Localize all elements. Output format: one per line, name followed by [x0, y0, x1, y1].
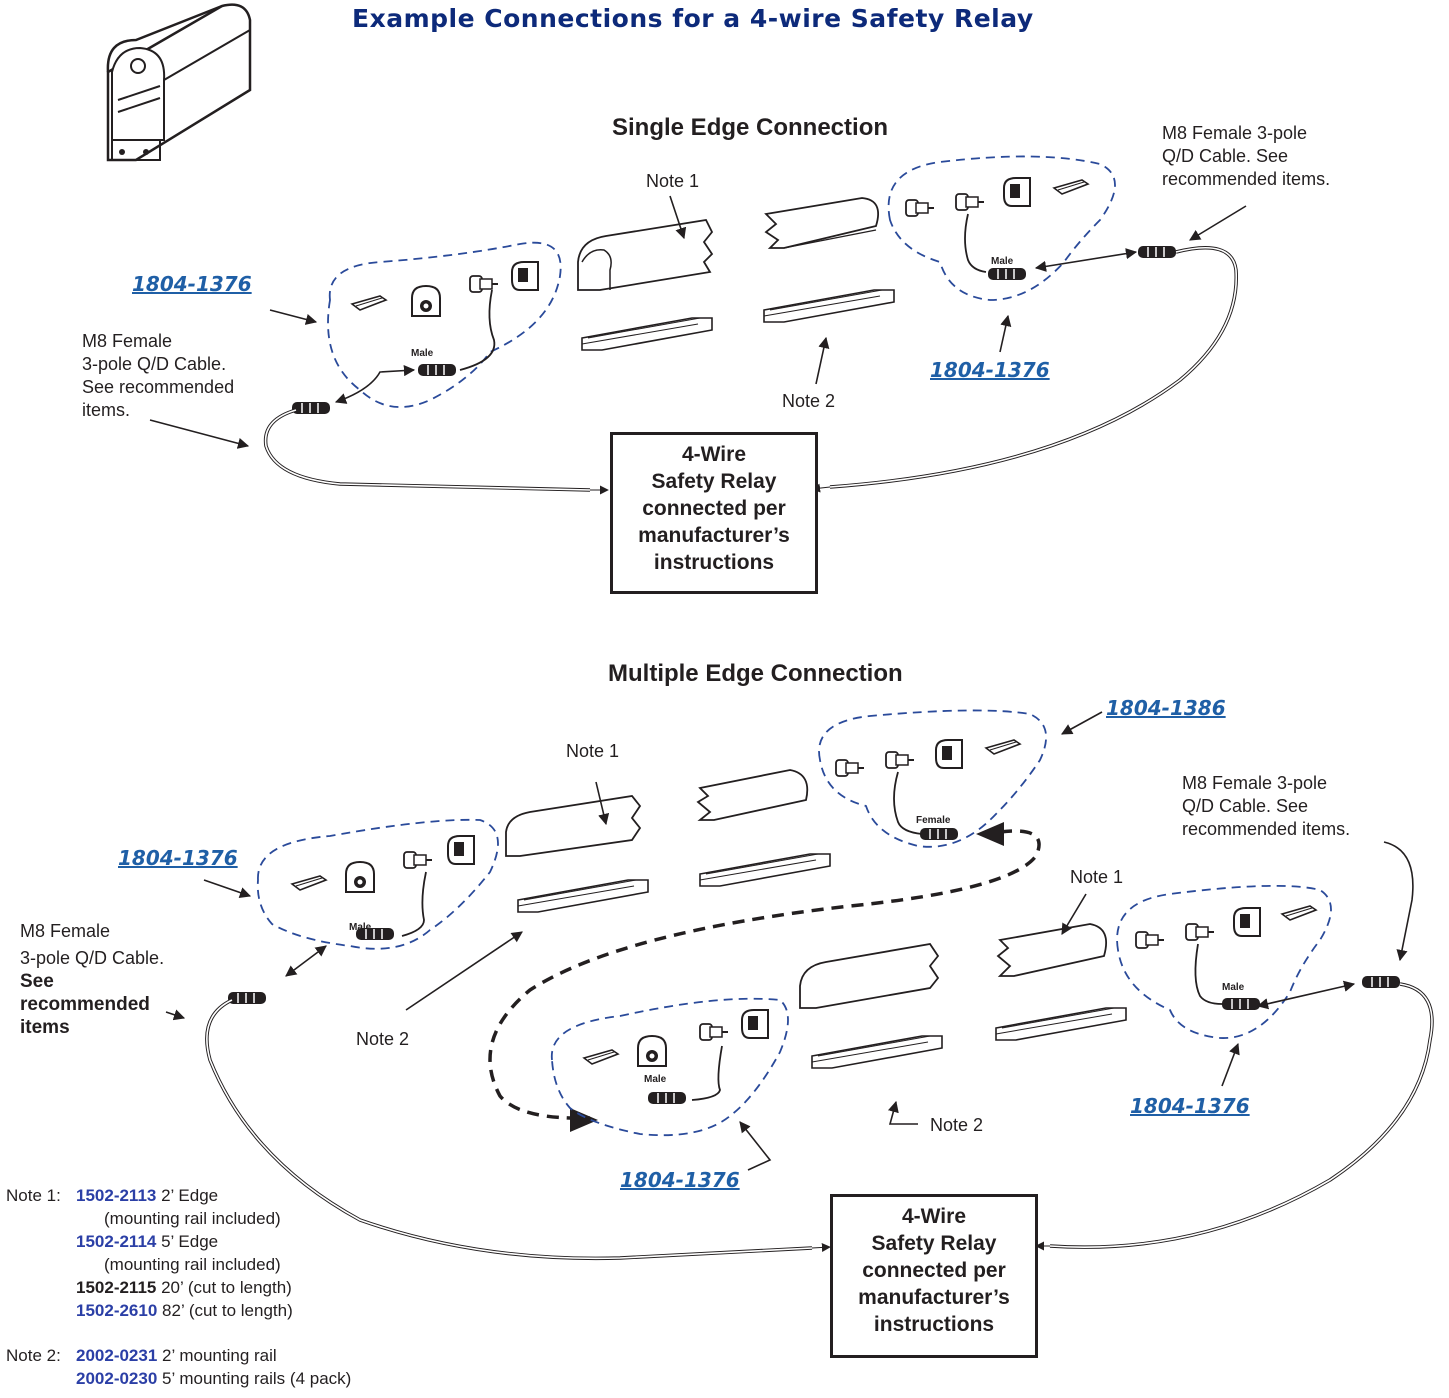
edge-section-left	[577, 219, 714, 291]
kit-link-bottom[interactable]: 1804-1376	[620, 1168, 740, 1192]
part-number: 1502-2114	[76, 1232, 157, 1251]
multiple-edge-heading: Multiple Edge Connection	[608, 660, 903, 687]
kit-outline-left	[327, 241, 562, 408]
page-title: Example Connections for a 4-wire Safety …	[352, 4, 1034, 33]
note2-heading: Note 2:	[6, 1346, 61, 1365]
part-number: 1502-2610	[76, 1301, 158, 1320]
male-label-left: Male	[411, 348, 434, 359]
male-label-right: Male	[991, 256, 1014, 267]
note2-label: Note 2	[782, 391, 836, 411]
kit-outline-left	[256, 818, 499, 950]
kit-link-right[interactable]: 1804-1376	[930, 358, 1050, 382]
kit-outline-top	[818, 709, 1047, 848]
edge-profile-illustration	[106, 3, 252, 162]
single-edge-heading: Single Edge Connection	[612, 114, 889, 141]
note1-label-a: Note 1	[566, 741, 620, 761]
note1-heading: Note 1:	[6, 1186, 61, 1205]
kit-link-left[interactable]: 1804-1376	[118, 846, 238, 870]
part-number: 1502-2115	[76, 1278, 157, 1297]
note1-label: Note 1	[646, 171, 700, 191]
kit-outline-right	[1116, 884, 1332, 1039]
note2-label-b: Note 2	[930, 1115, 984, 1135]
part-number: 2002-0230	[76, 1369, 158, 1388]
kit-link-right[interactable]: 1804-1376	[1130, 1094, 1250, 1118]
note1-parts-list: Note 1: 1502-2113 2’ Edge (mounting rail…	[6, 1186, 281, 1274]
part-number: 2002-0231	[76, 1346, 158, 1365]
kit-outline-bottom	[551, 997, 789, 1137]
note2-label-a: Note 2	[356, 1029, 410, 1049]
female-label-top: Female	[916, 815, 951, 826]
note1-parts-list-cont: 1502-2115 20’ (cut to length) 1502-2610 …	[76, 1278, 293, 1320]
kit-outline-right	[887, 155, 1116, 301]
edge-section-right	[764, 197, 880, 249]
male-label-right: Male	[1222, 982, 1245, 993]
note2-parts-list: Note 2: 2002-0231 2’ mounting rail 2002-…	[6, 1346, 352, 1388]
kit-link-left[interactable]: 1804-1376	[132, 272, 252, 296]
male-label-bottom: Male	[644, 1074, 667, 1085]
male-label-left: Male	[349, 922, 372, 933]
single-edge-diagram	[149, 155, 1247, 495]
kit-link-top[interactable]: 1804-1386	[1106, 696, 1226, 720]
part-number: 1502-2113	[76, 1186, 157, 1205]
multiple-edge-diagram	[165, 709, 1434, 1261]
note1-label-b: Note 1	[1070, 867, 1124, 887]
